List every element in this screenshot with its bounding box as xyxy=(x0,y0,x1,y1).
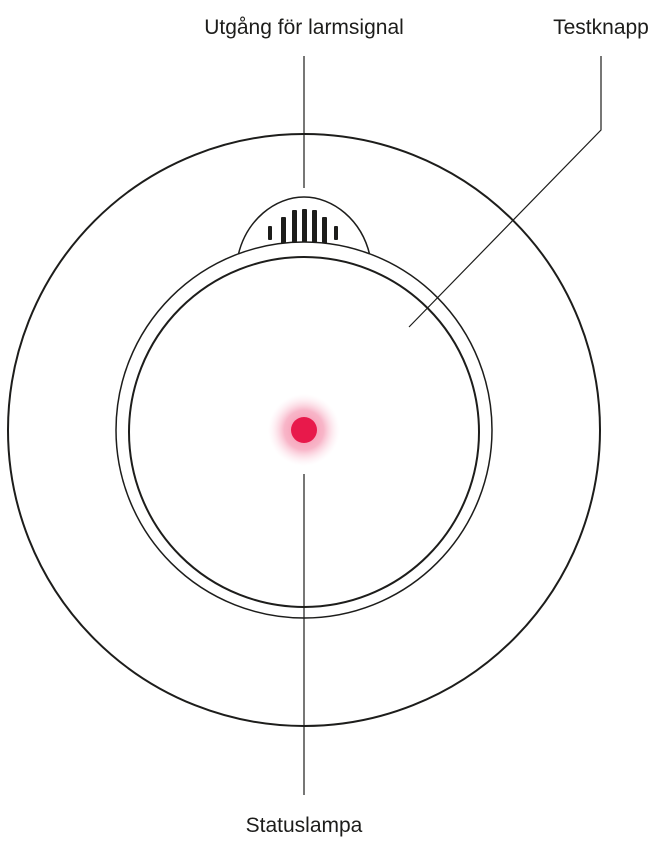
label-test-button: Testknapp xyxy=(553,16,649,39)
status-led-icon xyxy=(268,394,340,466)
label-alarm-output: Utgång för larmsignal xyxy=(204,16,404,39)
status-lamp xyxy=(291,417,317,443)
grille-slot xyxy=(268,226,272,240)
label-status-lamp: Statuslampa xyxy=(246,814,363,837)
grille-slot xyxy=(334,226,338,240)
